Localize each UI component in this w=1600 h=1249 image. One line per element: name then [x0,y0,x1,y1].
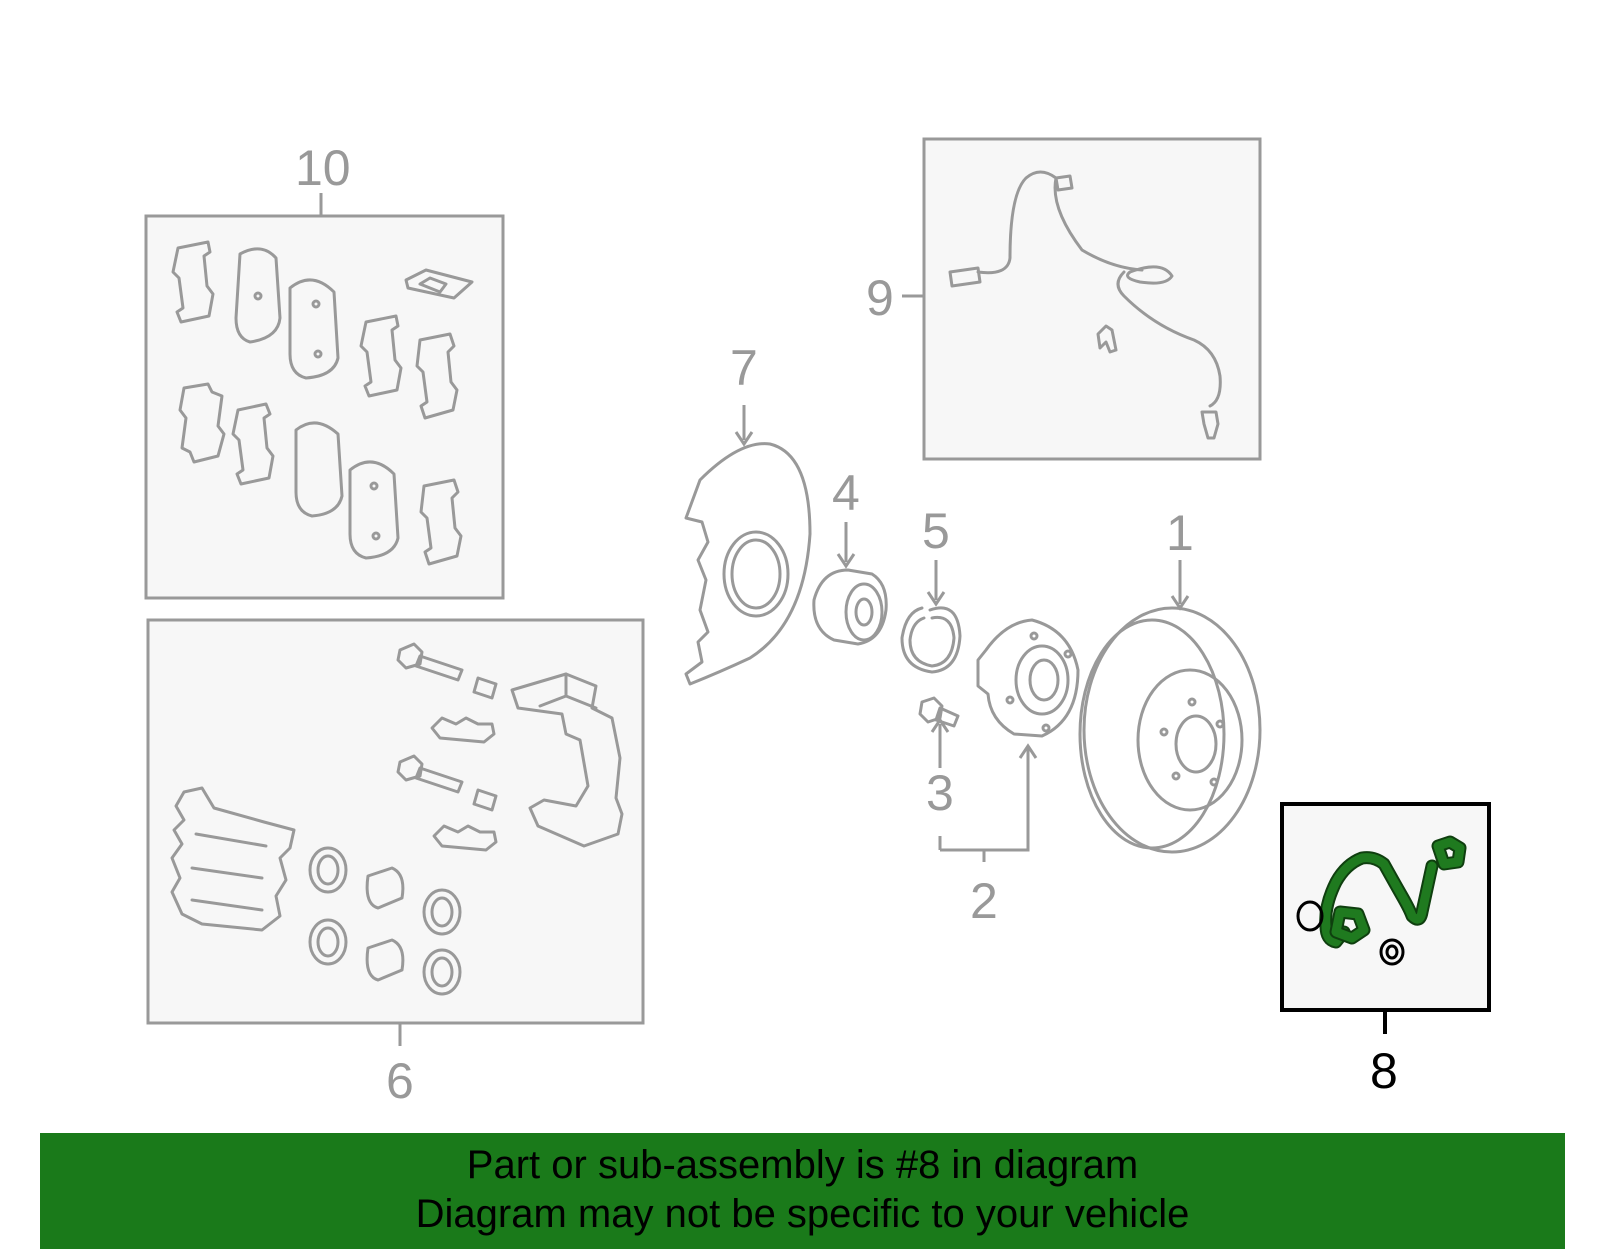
part-3-hub-bolt[interactable] [918,696,960,768]
part-4-hub-bearing[interactable] [812,522,888,646]
callout-4: 4 [832,465,860,521]
callout-7: 7 [730,340,758,396]
callout-1: 1 [1166,505,1194,561]
callout-6: 6 [386,1053,414,1109]
banner-line-1: Part or sub-assembly is #8 in diagram [466,1143,1139,1187]
part-10-pad-set[interactable] [144,193,505,600]
part-2-hub-assembly[interactable] [938,618,1080,862]
part-5-snap-ring[interactable] [900,560,962,674]
callout-3: 3 [926,765,954,821]
part-8-brake-hose[interactable] [1280,802,1491,1034]
callout-10: 10 [295,140,351,196]
part-7-splash-shield[interactable] [684,405,812,686]
banner-line-2: Diagram may not be specific to your vehi… [415,1192,1190,1236]
callout-9: 9 [866,270,894,326]
part-1-brake-rotor[interactable] [1078,560,1262,854]
part-6-caliper-assembly[interactable] [146,618,645,1046]
info-banner: Part or sub-assembly is #8 in diagram Di… [40,1133,1565,1249]
parts-diagram: 10 9 7 4 5 1 3 2 6 8 [144,137,1491,1109]
callout-8: 8 [1370,1043,1398,1099]
part-9-wheel-speed-sensor[interactable] [902,137,1262,461]
callout-2: 2 [970,873,998,929]
callout-5: 5 [922,503,950,559]
